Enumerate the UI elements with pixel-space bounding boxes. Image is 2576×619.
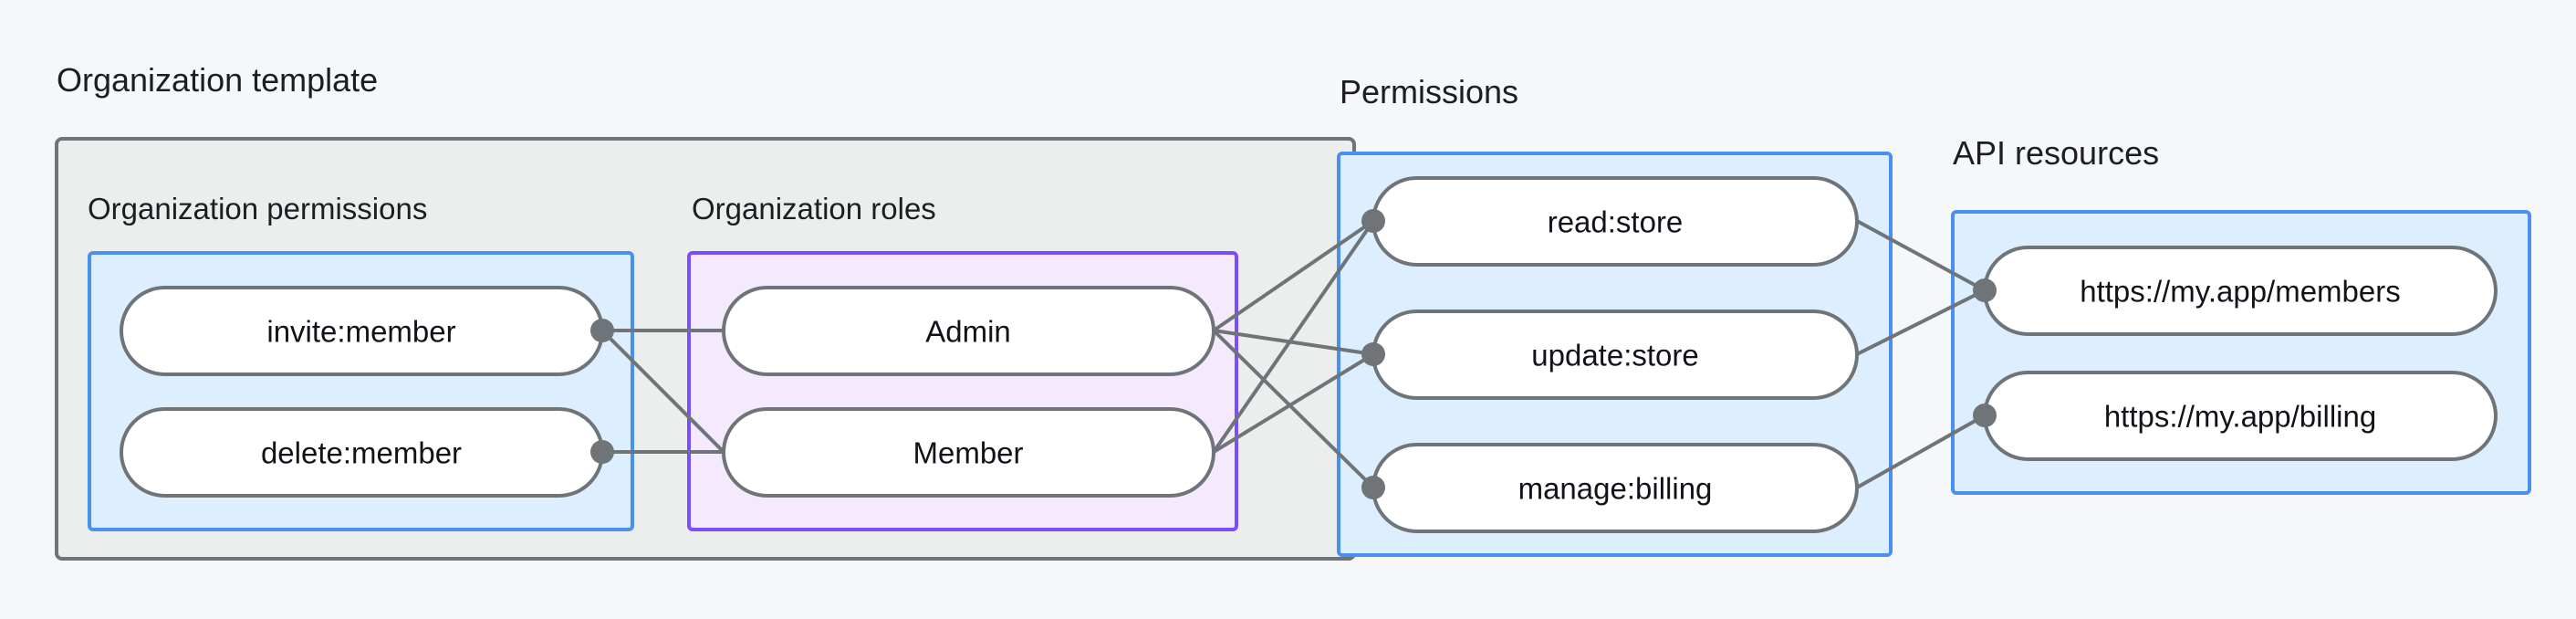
node-api-resource-members[interactable]: https://my.app/members <box>1983 246 2498 336</box>
node-invite-member-label: invite:member <box>266 315 455 349</box>
node-invite-member[interactable]: invite:member <box>120 286 604 376</box>
port-invite-member-out <box>590 319 614 342</box>
node-member-label: Member <box>913 436 1023 470</box>
edge-invite-member-to-member <box>600 329 725 454</box>
edge-admin-to-update-store <box>1213 329 1374 356</box>
node-member[interactable]: Member <box>722 407 1215 498</box>
organization-permissions-title: Organization permissions <box>88 192 427 226</box>
edge-member-to-update-store <box>1212 352 1375 454</box>
node-read-store-label: read:store <box>1548 205 1684 239</box>
edge-manage-billing-to-billing <box>1856 414 1986 489</box>
edge-update-store-to-members <box>1856 289 1986 356</box>
node-admin-label: Admin <box>925 315 1011 349</box>
node-update-store-label: update:store <box>1531 339 1698 372</box>
node-api-resource-billing-label: https://my.app/billing <box>2104 400 2376 434</box>
node-manage-billing-label: manage:billing <box>1518 472 1713 506</box>
port-layer <box>590 209 1997 499</box>
node-delete-member-label: delete:member <box>261 436 462 470</box>
node-update-store[interactable]: update:store <box>1371 310 1859 400</box>
port-manage-billing-in <box>1361 476 1385 499</box>
node-delete-member[interactable]: delete:member <box>120 407 604 498</box>
permissions-title: Permissions <box>1340 73 1518 110</box>
node-read-store[interactable]: read:store <box>1371 176 1859 267</box>
port-read-store-in <box>1361 209 1385 233</box>
node-api-resource-billing[interactable]: https://my.app/billing <box>1983 371 2498 461</box>
port-delete-member-out <box>590 440 614 464</box>
organization-template-title: Organization template <box>57 61 378 99</box>
node-manage-billing[interactable]: manage:billing <box>1371 443 1859 533</box>
edge-read-store-to-members <box>1856 219 1986 292</box>
edge-member-to-read-store <box>1212 219 1375 454</box>
edge-admin-to-manage-billing <box>1212 329 1375 489</box>
port-api-billing-in <box>1973 404 1997 427</box>
edge-admin-to-read-store <box>1212 219 1375 332</box>
node-api-resource-members-label: https://my.app/members <box>2080 275 2401 309</box>
api-resources-title: API resources <box>1953 134 2159 172</box>
port-api-members-in <box>1973 278 1997 302</box>
port-update-store-in <box>1361 342 1385 366</box>
edge-layer <box>600 219 1986 489</box>
node-admin[interactable]: Admin <box>722 286 1215 376</box>
organization-roles-title: Organization roles <box>692 192 936 226</box>
